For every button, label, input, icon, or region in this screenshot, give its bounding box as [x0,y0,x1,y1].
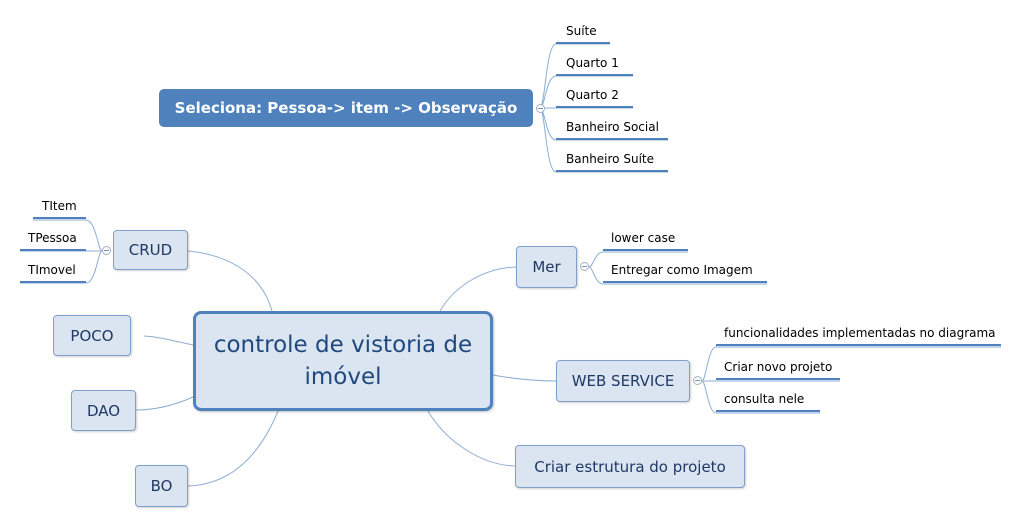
topic-criar-estrutura[interactable]: Criar estrutura do projeto [515,445,745,488]
subtopic-entregar-imagem[interactable]: Entregar como Imagem [603,261,767,283]
topic-crud[interactable]: CRUD [113,230,188,270]
subtopic-quarto-1[interactable]: Quarto 1 [556,54,633,76]
subtopic-label: Quarto 1 [566,56,619,70]
subtopic-label: consulta nele [724,392,805,406]
subtopic-titem[interactable]: TItem [33,197,86,219]
topic-dao[interactable]: DAO [71,390,136,431]
topic-label: CRUD [128,241,173,259]
topic-label: DAO [86,401,121,420]
collapse-toggle-icon[interactable] [102,246,111,255]
topic-bo[interactable]: BO [135,465,188,507]
topic-label: Mer [532,258,561,276]
topic-poco[interactable]: POCO [53,315,131,356]
subtopic-label: Banheiro Social [566,120,659,134]
floating-topic-seleciona[interactable]: Seleciona: Pessoa-> item -> Observação [159,89,533,127]
topic-label: Criar estrutura do projeto [534,457,726,476]
topic-label: BO [150,477,173,495]
central-topic[interactable]: controle de vistoria de imóvel [193,311,493,411]
subtopic-suite[interactable]: Suíte [556,22,610,44]
subtopic-banheiro-social[interactable]: Banheiro Social [556,118,668,140]
subtopic-label: Entregar como Imagem [611,263,753,277]
subtopic-lower-case[interactable]: lower case [603,229,688,251]
topic-label: POCO [70,326,114,345]
subtopic-funcionalidades[interactable]: funcionalidades implementadas no diagram… [716,324,1001,346]
subtopic-banheiro-suite[interactable]: Banheiro Suíte [556,150,668,172]
topic-web-service[interactable]: WEB SERVICE [556,360,690,402]
subtopic-timovel[interactable]: TImovel [20,261,86,283]
subtopic-tpessoa[interactable]: TPessoa [20,229,86,251]
subtopic-label: TItem [42,199,77,213]
collapse-toggle-icon[interactable] [580,262,589,271]
subtopic-label: funcionalidades implementadas no diagram… [724,326,996,340]
collapse-toggle-icon[interactable] [536,104,545,113]
subtopic-label: Criar novo projeto [724,360,833,374]
subtopic-label: TImovel [28,263,76,277]
subtopic-label: Quarto 2 [566,88,619,102]
collapse-toggle-icon[interactable] [693,376,702,385]
subtopic-label: Banheiro Suíte [566,152,654,166]
subtopic-label: Suíte [566,24,597,38]
subtopic-consulta-nele[interactable]: consulta nele [716,390,820,412]
subtopic-criar-novo-projeto[interactable]: Criar novo projeto [716,358,840,380]
floating-topic-label: Seleciona: Pessoa-> item -> Observação [174,99,518,117]
topic-mer[interactable]: Mer [516,246,577,288]
subtopic-quarto-2[interactable]: Quarto 2 [556,86,633,108]
subtopic-label: lower case [611,231,676,245]
central-topic-label: controle de vistoria de imóvel [213,332,473,390]
topic-label: WEB SERVICE [571,372,675,390]
subtopic-label: TPessoa [28,231,77,245]
